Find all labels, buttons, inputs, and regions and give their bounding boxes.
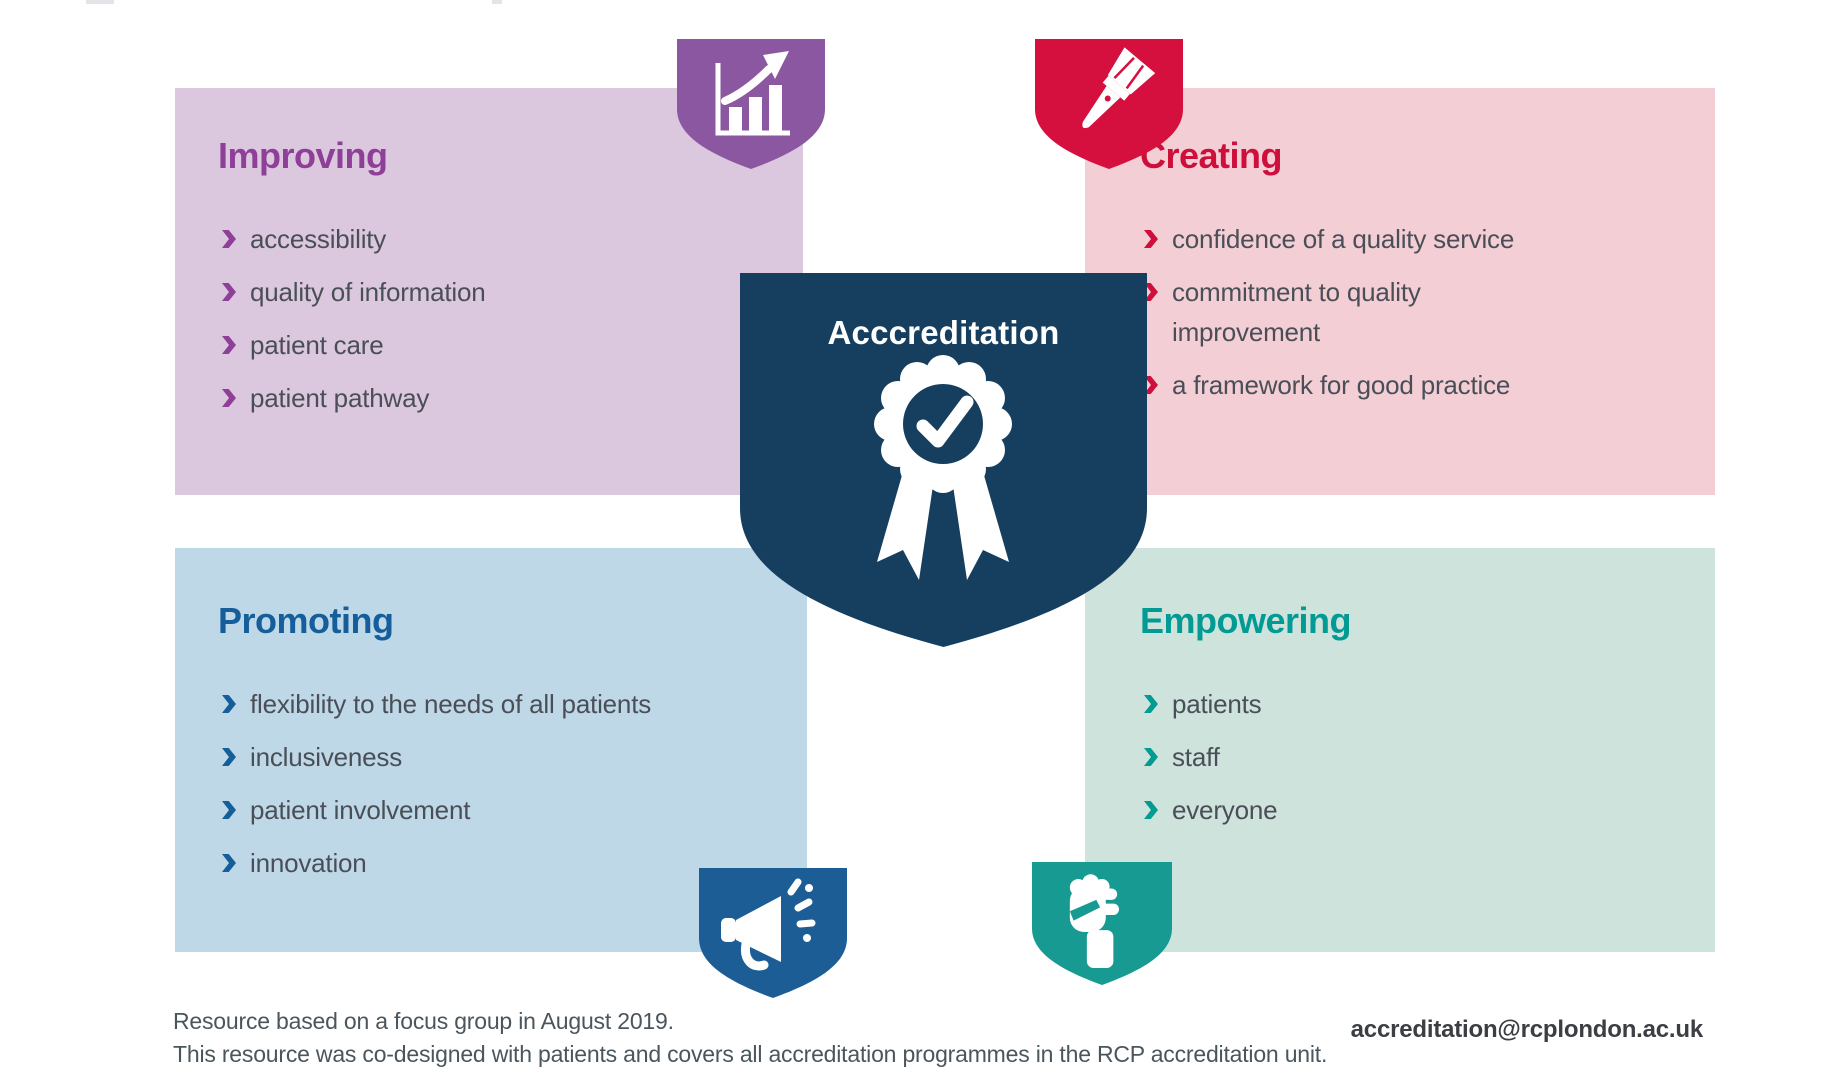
raised-fist-icon xyxy=(1069,874,1120,968)
badge-shield-shape xyxy=(1032,862,1172,985)
chevron-bullet-icon xyxy=(1144,695,1158,713)
rosette-check-ribbon-icon xyxy=(874,355,1012,580)
list-item-label: flexibility to the needs of all patients xyxy=(250,689,652,719)
improving-badge xyxy=(677,38,825,170)
footnote-line1: Resource based on a focus group in Augus… xyxy=(173,1008,674,1034)
chevron-bullet-icon xyxy=(222,283,236,301)
list-item-label: patient pathway xyxy=(250,383,430,413)
list-item-label: patient involvement xyxy=(250,795,471,825)
list-item: inclusiveness xyxy=(222,737,773,777)
chevron-bullet-icon xyxy=(1144,748,1158,766)
list-item-label: commitment to quality improvement xyxy=(1172,277,1421,347)
quadrant-promoting-list: flexibility to the needs of all patients… xyxy=(222,684,773,883)
list-item: flexibility to the needs of all patients xyxy=(222,684,773,724)
list-item: patient care xyxy=(222,325,769,365)
footnote: Resource based on a focus group in Augus… xyxy=(173,1005,1327,1071)
shield-title: Acccreditation xyxy=(827,314,1060,351)
list-item-label: patients xyxy=(1172,689,1262,719)
list-item-label: staff xyxy=(1172,742,1220,772)
quadrant-improving-list: accessibility quality of information pat… xyxy=(222,219,769,418)
quadrant-improving: Improving accessibility quality of infor… xyxy=(175,88,803,495)
list-item: innovation xyxy=(222,843,773,883)
list-item: commitment to quality improvement xyxy=(1144,272,1681,352)
badge-shield-shape xyxy=(677,39,825,169)
list-item-label: inclusiveness xyxy=(250,742,403,772)
megaphone-icon xyxy=(721,878,816,971)
chevron-bullet-icon xyxy=(222,748,236,766)
accreditation-shield: Acccreditation xyxy=(740,273,1147,647)
chevron-bullet-icon xyxy=(1144,230,1158,248)
chevron-bullet-icon xyxy=(222,389,236,407)
quadrant-empowering-title: Empowering xyxy=(1140,600,1352,641)
chevron-bullet-icon xyxy=(222,854,236,872)
footnote-line2: This resource was co-designed with patie… xyxy=(173,1041,1328,1067)
quadrant-improving-title: Improving xyxy=(218,135,388,176)
list-item: confidence of a quality service xyxy=(1144,219,1681,259)
badge-shield-shape xyxy=(1035,39,1183,169)
promoting-badge xyxy=(699,868,847,998)
quadrant-empowering-list: patients staff everyone xyxy=(1144,684,1681,830)
bar-chart-rising-arrow-icon xyxy=(715,51,790,136)
list-item: everyone xyxy=(1144,790,1681,830)
list-item: patient involvement xyxy=(222,790,773,830)
chevron-bullet-icon xyxy=(222,336,236,354)
quadrant-creating: Creating confidence of a quality service… xyxy=(1085,88,1715,495)
list-item: a framework for good practice xyxy=(1144,365,1681,405)
list-item: patient pathway xyxy=(222,378,769,418)
empowering-badge xyxy=(1032,860,1172,987)
chevron-bullet-icon xyxy=(222,695,236,713)
list-item: patients xyxy=(1144,684,1681,724)
contact-email: accreditation@rcplondon.ac.uk xyxy=(1350,1016,1704,1043)
list-item-label: innovation xyxy=(250,848,367,878)
badge-shield-shape xyxy=(699,868,847,998)
chevron-bullet-icon xyxy=(1144,801,1158,819)
quadrant-creating-list: confidence of a quality service commitme… xyxy=(1144,219,1681,405)
list-item: accessibility xyxy=(222,219,769,259)
list-item-label: confidence of a quality service xyxy=(1172,224,1515,254)
list-item-label: accessibility xyxy=(250,224,387,254)
quadrant-creating-title: Creating xyxy=(1140,135,1283,176)
chevron-bullet-icon xyxy=(222,230,236,248)
quadrant-empowering: Empowering patients staff everyone xyxy=(1085,548,1715,952)
list-item-label: quality of information xyxy=(250,277,486,307)
list-item-label: everyone xyxy=(1172,795,1278,825)
page-edge-artifact xyxy=(86,0,114,4)
list-item-label: a framework for good practice xyxy=(1172,370,1511,400)
chevron-bullet-icon xyxy=(222,801,236,819)
paintbrush-icon xyxy=(1082,47,1156,129)
page-edge-artifact xyxy=(492,0,502,4)
list-item: quality of information xyxy=(222,272,769,312)
quadrant-promoting-title: Promoting xyxy=(218,600,394,641)
creating-badge xyxy=(1035,38,1183,170)
list-item: staff xyxy=(1144,737,1681,777)
list-item-label: patient care xyxy=(250,330,384,360)
